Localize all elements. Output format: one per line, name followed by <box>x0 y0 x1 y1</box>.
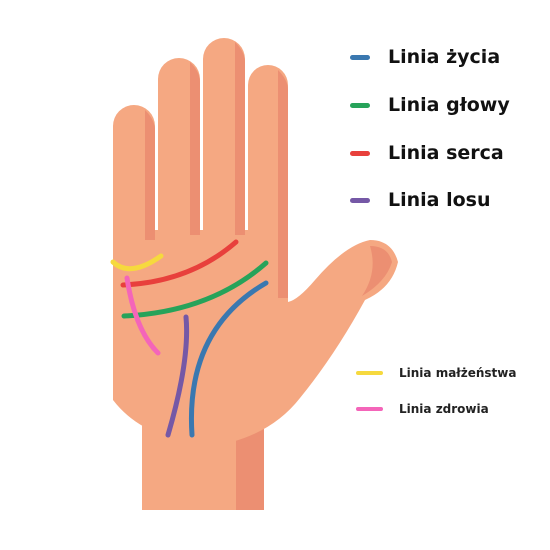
finger-index-shadow <box>145 110 155 240</box>
finger-middle-shadow <box>190 62 200 235</box>
legend-head-line: Linia głowy <box>350 94 510 116</box>
legend-health-line-label: Linia zdrowia <box>399 402 489 416</box>
finger-index <box>113 105 155 295</box>
legend-heart-line-label: Linia serca <box>388 142 504 164</box>
legend-life-line-swatch <box>350 54 370 60</box>
legend-marriage-line-swatch <box>356 371 383 375</box>
finger-ring-shadow <box>235 42 245 235</box>
legend-head-line-label: Linia głowy <box>388 94 510 116</box>
legend-life-line: Linia życia <box>350 46 500 68</box>
legend-health-line: Linia zdrowia <box>356 402 489 416</box>
marriage-line <box>110 253 164 272</box>
legend-health-line-swatch <box>356 407 383 411</box>
fate-line <box>165 314 190 438</box>
legend-marriage-line: Linia małżeństwa <box>356 366 516 380</box>
finger-ring <box>203 38 245 283</box>
finger-little-shadow <box>278 70 288 298</box>
finger-middle <box>158 58 200 288</box>
legend-heart-line-swatch <box>350 150 370 156</box>
thumb-shadow <box>362 246 392 296</box>
life-line <box>188 280 269 438</box>
legend-head-line-swatch <box>350 102 370 108</box>
legend-life-line-label: Linia życia <box>388 46 501 68</box>
legend-fate-line: Linia losu <box>350 189 491 211</box>
legend-fate-line-swatch <box>350 197 370 203</box>
legend-fate-line-label: Linia losu <box>388 189 491 211</box>
heart-line <box>120 239 239 288</box>
head-line <box>121 260 269 319</box>
health-line <box>124 275 161 356</box>
legend-marriage-line-label: Linia małżeństwa <box>399 366 517 380</box>
legend-heart-line: Linia serca <box>350 142 504 164</box>
